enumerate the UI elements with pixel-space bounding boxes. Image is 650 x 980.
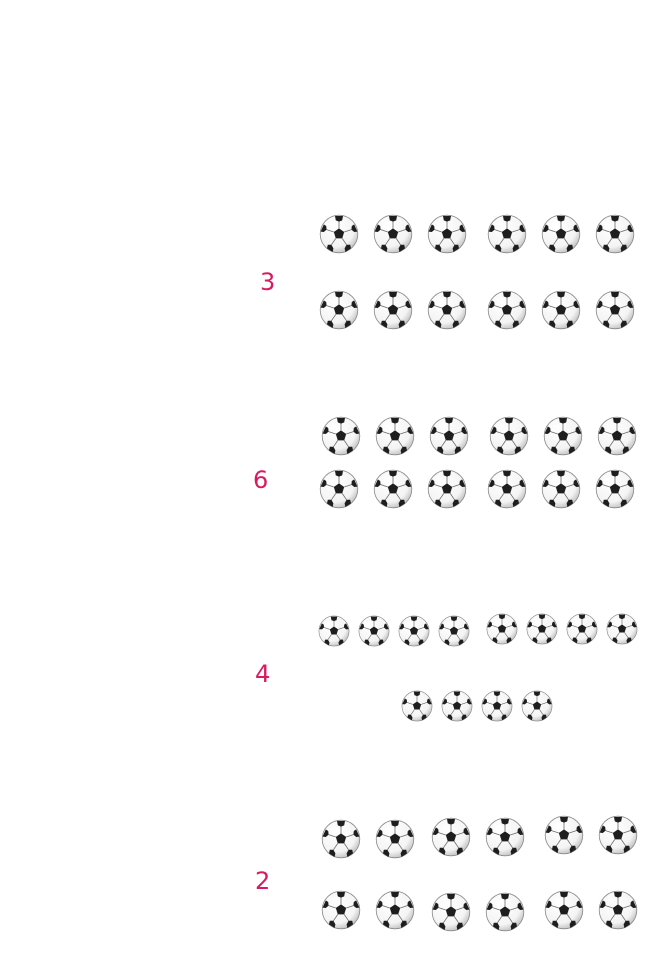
soccer-ball-icon (398, 615, 430, 647)
soccer-ball-icon (481, 690, 513, 722)
soccer-ball-icon (595, 469, 635, 509)
soccer-ball-icon (438, 615, 470, 647)
soccer-ball-icon (543, 416, 583, 456)
soccer-ball-icon (321, 890, 361, 930)
soccer-ball-icon (321, 416, 361, 456)
soccer-ball-icon (487, 214, 527, 254)
soccer-ball-icon (373, 214, 413, 254)
soccer-ball-icon (487, 469, 527, 509)
soccer-ball-icon (431, 892, 471, 932)
soccer-ball-icon (375, 890, 415, 930)
soccer-ball-icon (595, 290, 635, 330)
soccer-ball-icon (521, 690, 553, 722)
soccer-ball-icon (375, 416, 415, 456)
soccer-ball-icon (319, 214, 359, 254)
soccer-ball-icon (318, 615, 350, 647)
soccer-ball-icon (373, 290, 413, 330)
group-number: 2 (255, 867, 271, 895)
soccer-ball-icon (595, 214, 635, 254)
soccer-ball-icon (598, 815, 638, 855)
soccer-ball-icon (485, 892, 525, 932)
soccer-ball-icon (541, 469, 581, 509)
soccer-ball-icon (526, 613, 558, 645)
soccer-ball-icon (541, 214, 581, 254)
soccer-ball-icon (427, 290, 467, 330)
soccer-ball-icon (321, 819, 361, 859)
soccer-ball-icon (427, 214, 467, 254)
soccer-ball-icon (401, 690, 433, 722)
soccer-ball-icon (566, 613, 598, 645)
soccer-ball-icon (489, 416, 529, 456)
soccer-ball-icon (429, 416, 469, 456)
group-number: 6 (253, 466, 269, 494)
soccer-ball-icon (319, 290, 359, 330)
soccer-ball-icon (486, 613, 518, 645)
soccer-ball-icon (544, 890, 584, 930)
soccer-ball-icon (431, 817, 471, 857)
soccer-ball-icon (541, 290, 581, 330)
soccer-ball-icon (441, 690, 473, 722)
soccer-ball-icon (375, 819, 415, 859)
soccer-ball-icon (319, 469, 359, 509)
group-number: 4 (255, 660, 271, 688)
soccer-ball-icon (485, 817, 525, 857)
soccer-ball-icon (427, 469, 467, 509)
soccer-ball-icon (597, 416, 637, 456)
soccer-ball-icon (544, 815, 584, 855)
soccer-ball-icon (358, 615, 390, 647)
soccer-ball-icon (487, 290, 527, 330)
soccer-ball-icon (606, 613, 638, 645)
group-number: 3 (260, 268, 276, 296)
soccer-ball-icon (373, 469, 413, 509)
soccer-ball-icon (598, 890, 638, 930)
